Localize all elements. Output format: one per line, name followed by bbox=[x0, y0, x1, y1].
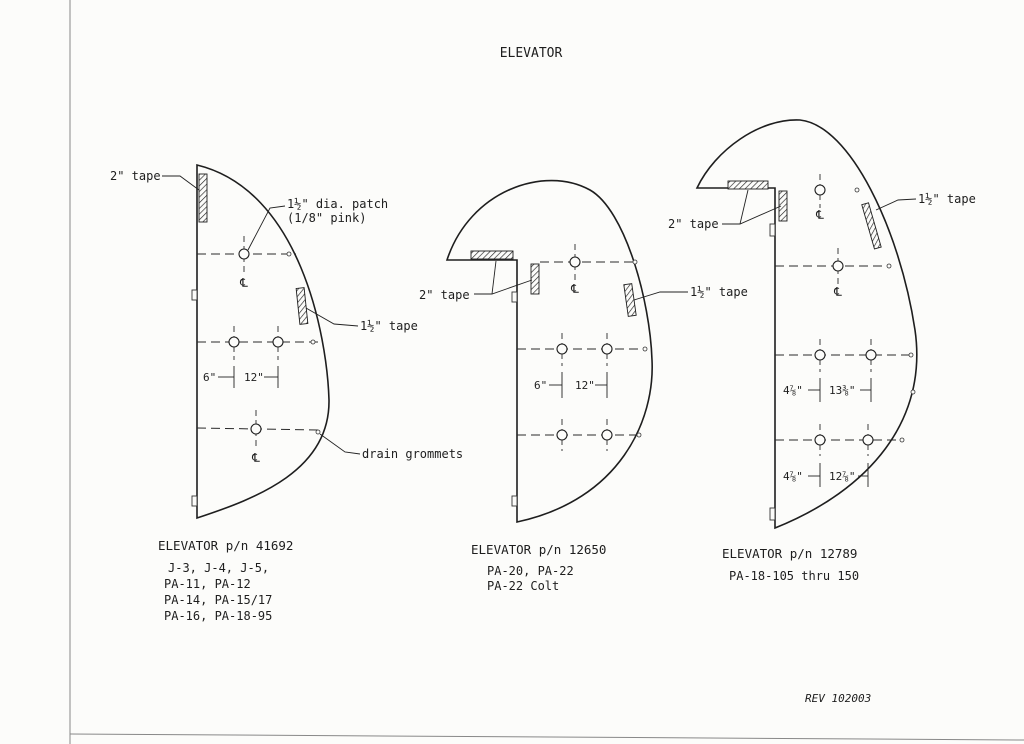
dimension-label: 6" bbox=[534, 379, 547, 392]
dimension-label: 4⅞" bbox=[783, 384, 803, 397]
caption-title: ELEVATOR p/n 41692 bbox=[158, 538, 293, 553]
drain-grommet bbox=[886, 263, 892, 269]
patch-circle bbox=[238, 248, 250, 260]
leader-line bbox=[319, 433, 361, 455]
centerline-symbol: ℄ bbox=[570, 282, 579, 296]
page-title: ELEVATOR bbox=[500, 46, 563, 61]
callout-1-half-tape: 1½" tape bbox=[360, 319, 418, 333]
patch-circle bbox=[272, 336, 284, 348]
hinge-tab bbox=[769, 507, 776, 521]
leader-line bbox=[474, 279, 533, 295]
leader-line bbox=[739, 189, 749, 225]
caption-12650: ELEVATOR p/n 12650 PA-20, PA-22 PA-22 Co… bbox=[471, 542, 606, 593]
caption-model-line: PA-14, PA-15/17 bbox=[164, 593, 272, 607]
callout-2in-tape: 2" tape bbox=[668, 217, 719, 231]
tape-strip bbox=[727, 180, 769, 190]
dimension-label: 12" bbox=[244, 371, 264, 384]
drain-grommet bbox=[286, 251, 292, 257]
elevator-12789-outline bbox=[695, 119, 918, 530]
patch-circle bbox=[832, 260, 844, 272]
patch-circle bbox=[250, 423, 262, 435]
leader-line bbox=[875, 198, 917, 211]
caption-title: ELEVATOR p/n 12789 bbox=[722, 546, 857, 561]
leader-line bbox=[247, 205, 286, 251]
dimension-label: 13⅜" bbox=[829, 384, 856, 397]
tape-strip bbox=[295, 287, 309, 325]
drain-grommet bbox=[310, 339, 316, 345]
drain-grommet bbox=[636, 432, 642, 438]
drain-grommet bbox=[908, 352, 914, 358]
tape-strip bbox=[530, 263, 540, 295]
patch-circle bbox=[814, 349, 826, 361]
tape-strip bbox=[198, 173, 208, 223]
elevator-12650-outline bbox=[445, 179, 653, 523]
patch-circle bbox=[814, 184, 826, 196]
caption-model-line: PA-16, PA-18-95 bbox=[164, 609, 272, 623]
tape-strip bbox=[470, 250, 514, 260]
callout-1-half-tape: 1½" tape bbox=[918, 192, 976, 206]
hinge-tab bbox=[191, 289, 198, 301]
leader-line bbox=[491, 260, 497, 295]
elevator-12650: ℄ 2" tape 1½" tape 6" 12" bbox=[419, 179, 748, 523]
dimension-label: 4⅞" bbox=[783, 470, 803, 483]
centerline-symbol: ℄ bbox=[815, 208, 824, 222]
dimension-label: 12⅞" bbox=[829, 470, 856, 483]
patch-circle bbox=[556, 429, 568, 441]
drain-grommet bbox=[632, 259, 638, 265]
drain-grommet bbox=[910, 389, 916, 395]
dimension-label: 6" bbox=[203, 371, 216, 384]
callout-patch-note: (1/8" pink) bbox=[287, 211, 366, 225]
caption-model-line: PA-11, PA-12 bbox=[164, 577, 251, 591]
callout-drain-grommets: drain grommets bbox=[362, 447, 463, 461]
patch-circle bbox=[569, 256, 581, 268]
callout-2in-tape: 2" tape bbox=[419, 288, 470, 302]
callout-patch: 1½" dia. patch bbox=[287, 197, 388, 211]
leader-line bbox=[633, 291, 688, 301]
caption-model-line: PA-22 Colt bbox=[487, 579, 559, 593]
caption-model-line: PA-20, PA-22 bbox=[487, 564, 574, 578]
elevator-41692-outline bbox=[196, 163, 330, 520]
leader-line bbox=[722, 205, 782, 225]
caption-title: ELEVATOR p/n 12650 bbox=[471, 542, 606, 557]
leader-line bbox=[305, 307, 359, 327]
hinge-tab bbox=[511, 495, 518, 507]
centerline-symbol: ℄ bbox=[251, 451, 260, 465]
page-bottom-edge bbox=[69, 733, 1024, 741]
elevator-12789: ℄ ℄ 2" tape 1½" tape 4⅞" 13⅜" 4⅞" 12⅞" bbox=[668, 119, 976, 530]
caption-12789: ELEVATOR p/n 12789 PA-18-105 thru 150 bbox=[722, 546, 859, 583]
tape-strip bbox=[623, 283, 637, 317]
elevator-41692: ℄ ℄ 2" tape 1½" dia. patch (1/8" pink) 1… bbox=[110, 163, 463, 520]
caption-model-line: J-3, J-4, J-5, bbox=[168, 561, 269, 575]
hinge-tab bbox=[191, 495, 198, 507]
centerline-symbol: ℄ bbox=[239, 276, 248, 290]
drain-grommet bbox=[854, 187, 860, 193]
patch-circle bbox=[865, 349, 877, 361]
patch-circle bbox=[601, 343, 613, 355]
drain-grommet bbox=[642, 346, 648, 352]
callout-2in-tape: 2" tape bbox=[110, 169, 161, 183]
patch-circle bbox=[862, 434, 874, 446]
caption-model-line: PA-18-105 thru 150 bbox=[729, 569, 859, 583]
leader-line bbox=[162, 175, 200, 191]
tape-strip bbox=[861, 202, 882, 250]
drain-grommet bbox=[315, 429, 321, 435]
hinge-tab bbox=[769, 223, 776, 237]
drain-grommet bbox=[899, 437, 905, 443]
tape-strip bbox=[778, 190, 788, 222]
patch-circle bbox=[601, 429, 613, 441]
patch-circle bbox=[814, 434, 826, 446]
caption-41692: ELEVATOR p/n 41692 J-3, J-4, J-5, PA-11,… bbox=[158, 538, 293, 623]
patch-circle bbox=[228, 336, 240, 348]
centerline-symbol: ℄ bbox=[833, 285, 842, 299]
hinge-tab bbox=[511, 291, 518, 303]
patch-circle bbox=[556, 343, 568, 355]
revision-label: REV 102003 bbox=[805, 692, 871, 705]
dimension-label: 12" bbox=[575, 379, 595, 392]
callout-1-half-tape: 1½" tape bbox=[690, 285, 748, 299]
